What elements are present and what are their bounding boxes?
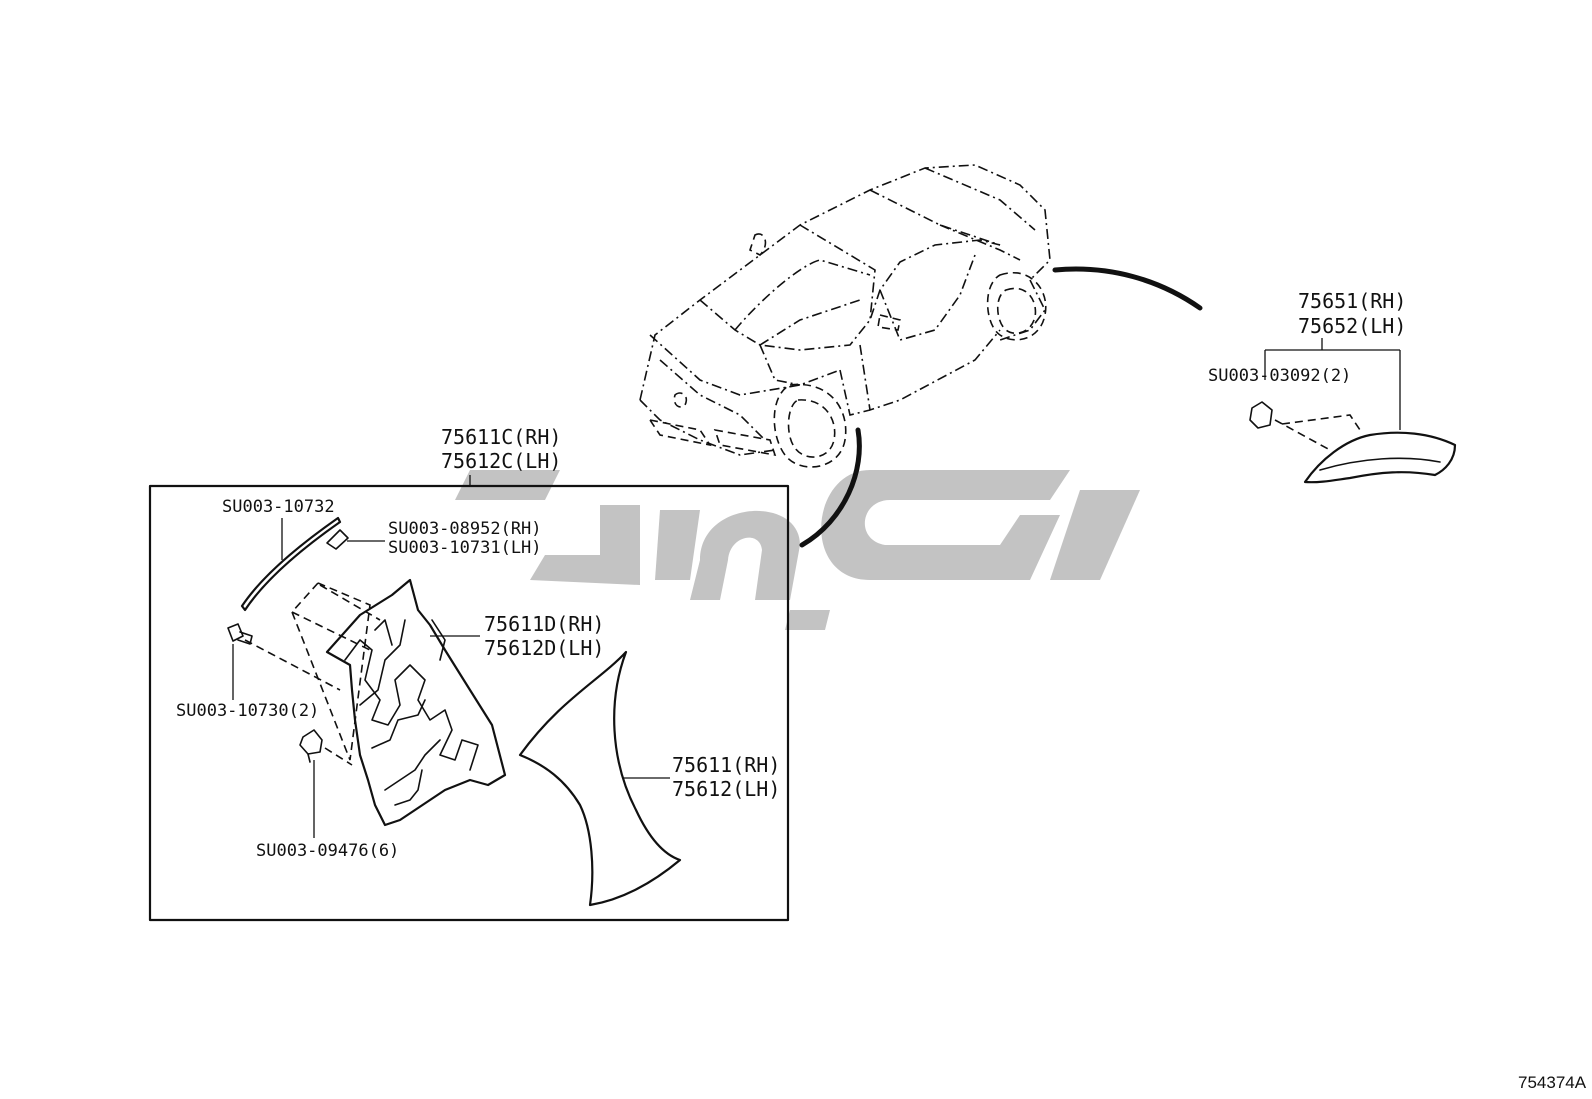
label-su003-09476: SU003-09476(6) bbox=[256, 841, 399, 861]
label-75612c: 75612C(LH) bbox=[441, 449, 561, 473]
label-75611c: 75611C(RH) bbox=[441, 425, 561, 449]
rear-garnish-edge bbox=[1319, 457, 1441, 471]
car-outline-icon bbox=[639, 164, 1051, 468]
label-75612: 75612(LH) bbox=[672, 777, 780, 801]
label-75612d: 75612D(LH) bbox=[484, 636, 604, 660]
leader-rear-bracket bbox=[1264, 338, 1401, 430]
label-su003-10730: SU003-10730(2) bbox=[176, 701, 319, 721]
rear-garnish bbox=[1303, 431, 1457, 484]
screw-icon bbox=[227, 623, 253, 645]
rear-clip-icon bbox=[1249, 401, 1273, 429]
label-75652: 75652(LH) bbox=[1298, 314, 1406, 338]
base-bracket bbox=[325, 578, 507, 827]
label-su003-10731: SU003-10731(LH) bbox=[388, 538, 542, 558]
assembly-dash-lines bbox=[244, 582, 381, 766]
connector-arc-rear bbox=[1052, 266, 1203, 311]
label-su003-08952: SU003-08952(RH) bbox=[388, 519, 542, 539]
clip-small bbox=[326, 529, 349, 550]
rear-dash-lines bbox=[1274, 414, 1361, 451]
label-75611d: 75611D(RH) bbox=[484, 612, 604, 636]
label-75611: 75611(RH) bbox=[672, 753, 780, 777]
label-su003-10732: SU003-10732 bbox=[222, 497, 335, 517]
label-75651: 75651(RH) bbox=[1298, 289, 1406, 313]
garnish-panel bbox=[518, 650, 682, 907]
reference-code: 754374A bbox=[1518, 1073, 1587, 1092]
clip-lower-icon bbox=[299, 729, 323, 763]
connector-arc-front bbox=[799, 427, 862, 548]
watermark-logo-icon bbox=[455, 470, 1140, 630]
trim-strip bbox=[240, 516, 342, 612]
label-su003-03092: SU003-03092(2) bbox=[1208, 366, 1351, 386]
assembly-box bbox=[148, 484, 790, 922]
